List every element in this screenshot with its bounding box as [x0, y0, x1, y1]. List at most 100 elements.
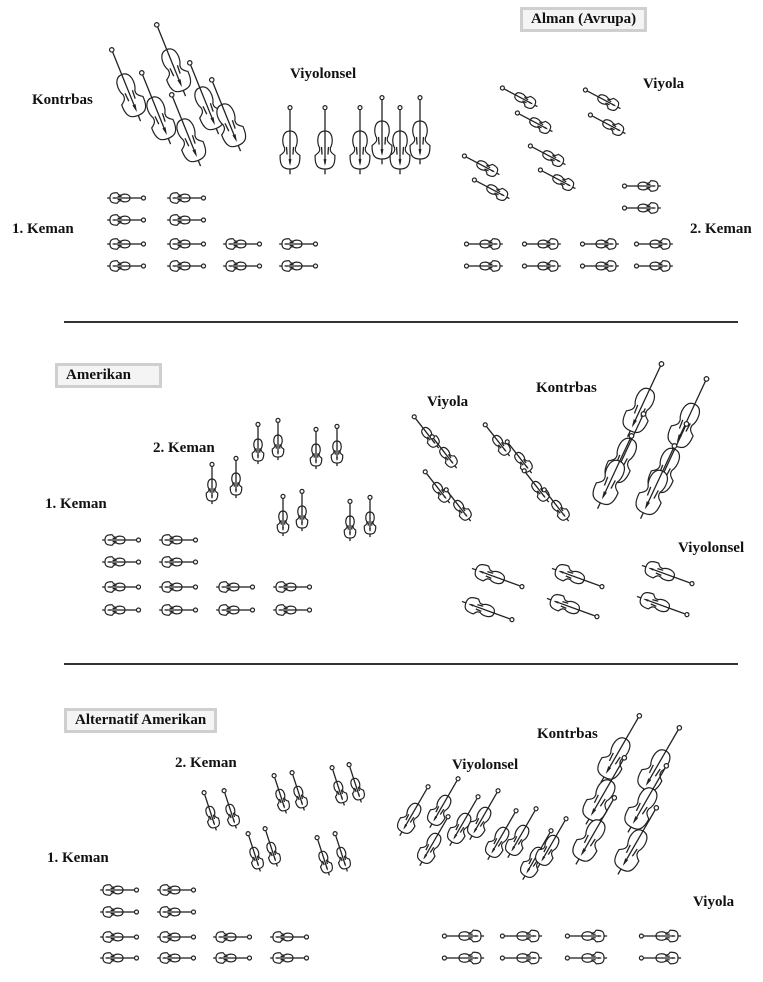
violin-icon: [159, 604, 199, 616]
violin-icon: [107, 192, 147, 204]
label-keman-2: 2. Keman: [690, 221, 752, 237]
violin-icon: [157, 952, 197, 964]
violin-icon: [167, 192, 207, 204]
violin-icon: [276, 493, 290, 537]
violin-icon: [205, 461, 219, 505]
double-bass-icon: [153, 22, 192, 97]
violin-icon: [223, 238, 263, 250]
cello-icon: [416, 814, 451, 867]
violin-icon: [107, 260, 147, 272]
violin-icon: [159, 581, 199, 593]
cello-icon: [396, 784, 431, 837]
double-bass-icon: [208, 77, 247, 152]
violin-icon: [100, 931, 140, 943]
label-viyola: Viyola: [643, 76, 685, 92]
viola-icon: [441, 951, 485, 965]
violin-icon: [295, 488, 309, 532]
violin-icon: [201, 790, 220, 831]
divider-2: [64, 663, 738, 665]
divider-1: [64, 321, 738, 323]
cello-icon: [371, 94, 393, 165]
double-bass-icon: [572, 795, 618, 865]
violin-icon: [343, 498, 357, 542]
label-viyola: Viyola: [427, 394, 469, 410]
violin-icon: [167, 260, 207, 272]
violin-icon: [107, 238, 147, 250]
violin-icon: [271, 417, 285, 461]
violin-icon: [213, 952, 253, 964]
panel-american: Amerikan 1. Keman 2. Keman Viyola Kontrb…: [0, 322, 763, 662]
double-bass-icon: [582, 755, 628, 825]
cello-icon: [471, 564, 525, 590]
viola-icon: [429, 434, 458, 469]
violin-icon: [102, 556, 142, 568]
cello-icon: [349, 104, 371, 175]
viola-icon: [621, 180, 661, 192]
violin-icon: [332, 831, 351, 872]
label-keman-1: 1. Keman: [47, 850, 109, 866]
panel-title: Amerikan: [55, 363, 162, 388]
violin-icon: [229, 455, 243, 499]
viola-icon: [587, 112, 626, 136]
violin-icon: [216, 604, 256, 616]
double-bass-icon: [622, 361, 665, 437]
violin-icon: [102, 581, 142, 593]
viola-icon: [499, 85, 538, 109]
violin-icon: [579, 260, 619, 272]
viola-icon: [482, 422, 511, 457]
violin-icon: [262, 826, 281, 867]
double-bass-icon: [667, 376, 710, 452]
panel-alternative-american: Alternatif Amerikan Kontrbas 2. Keman Vi…: [0, 664, 763, 982]
viola-icon: [638, 929, 682, 943]
cello-icon: [546, 594, 600, 620]
viola-icon: [564, 929, 608, 943]
cello-icon: [279, 104, 301, 175]
violin-icon: [102, 534, 142, 546]
violin-icon: [102, 604, 142, 616]
panel-title: Alman (Avrupa): [520, 7, 648, 32]
violin-icon: [159, 534, 199, 546]
double-bass-icon: [635, 443, 678, 519]
viola-icon: [514, 110, 553, 134]
cello-icon: [466, 788, 501, 841]
double-bass-icon: [592, 433, 635, 509]
violin-icon: [223, 260, 263, 272]
label-viyolonsel: Viyolonsel: [452, 757, 519, 773]
violin-icon: [463, 238, 503, 250]
violin-icon: [579, 238, 619, 250]
violin-icon: [100, 906, 140, 918]
double-bass-icon: [108, 47, 147, 122]
double-bass-icon: [637, 725, 683, 795]
label-kontrbas: Kontrbas: [32, 92, 93, 108]
violin-icon: [273, 604, 313, 616]
violin-icon: [330, 423, 344, 467]
violin-icon: [289, 770, 308, 811]
viola-icon: [471, 177, 510, 201]
violin-icon: [245, 831, 264, 872]
cello-icon: [636, 592, 690, 618]
label-keman-1: 1. Keman: [45, 496, 107, 512]
violin-icon: [363, 494, 377, 538]
violin-icon: [213, 931, 253, 943]
cello-icon: [409, 94, 431, 165]
label-kontrbas: Kontrbas: [537, 726, 598, 742]
violin-icon: [216, 581, 256, 593]
violin-icon: [633, 238, 673, 250]
label-keman-1: 1. Keman: [12, 221, 74, 237]
violin-icon: [167, 214, 207, 226]
violin-icon: [159, 556, 199, 568]
viola-icon: [582, 87, 621, 111]
violin-icon: [309, 426, 323, 470]
violin-icon: [279, 238, 319, 250]
viola-icon: [499, 929, 543, 943]
viola-icon: [461, 153, 500, 177]
violin-icon: [251, 421, 265, 465]
violin-icon: [279, 260, 319, 272]
label-viyolonsel: Viyolonsel: [290, 66, 357, 82]
double-bass-icon: [624, 763, 670, 833]
viola-icon: [564, 951, 608, 965]
violin-icon: [273, 581, 313, 593]
cello-icon: [534, 816, 569, 869]
cello-icon: [426, 776, 461, 829]
